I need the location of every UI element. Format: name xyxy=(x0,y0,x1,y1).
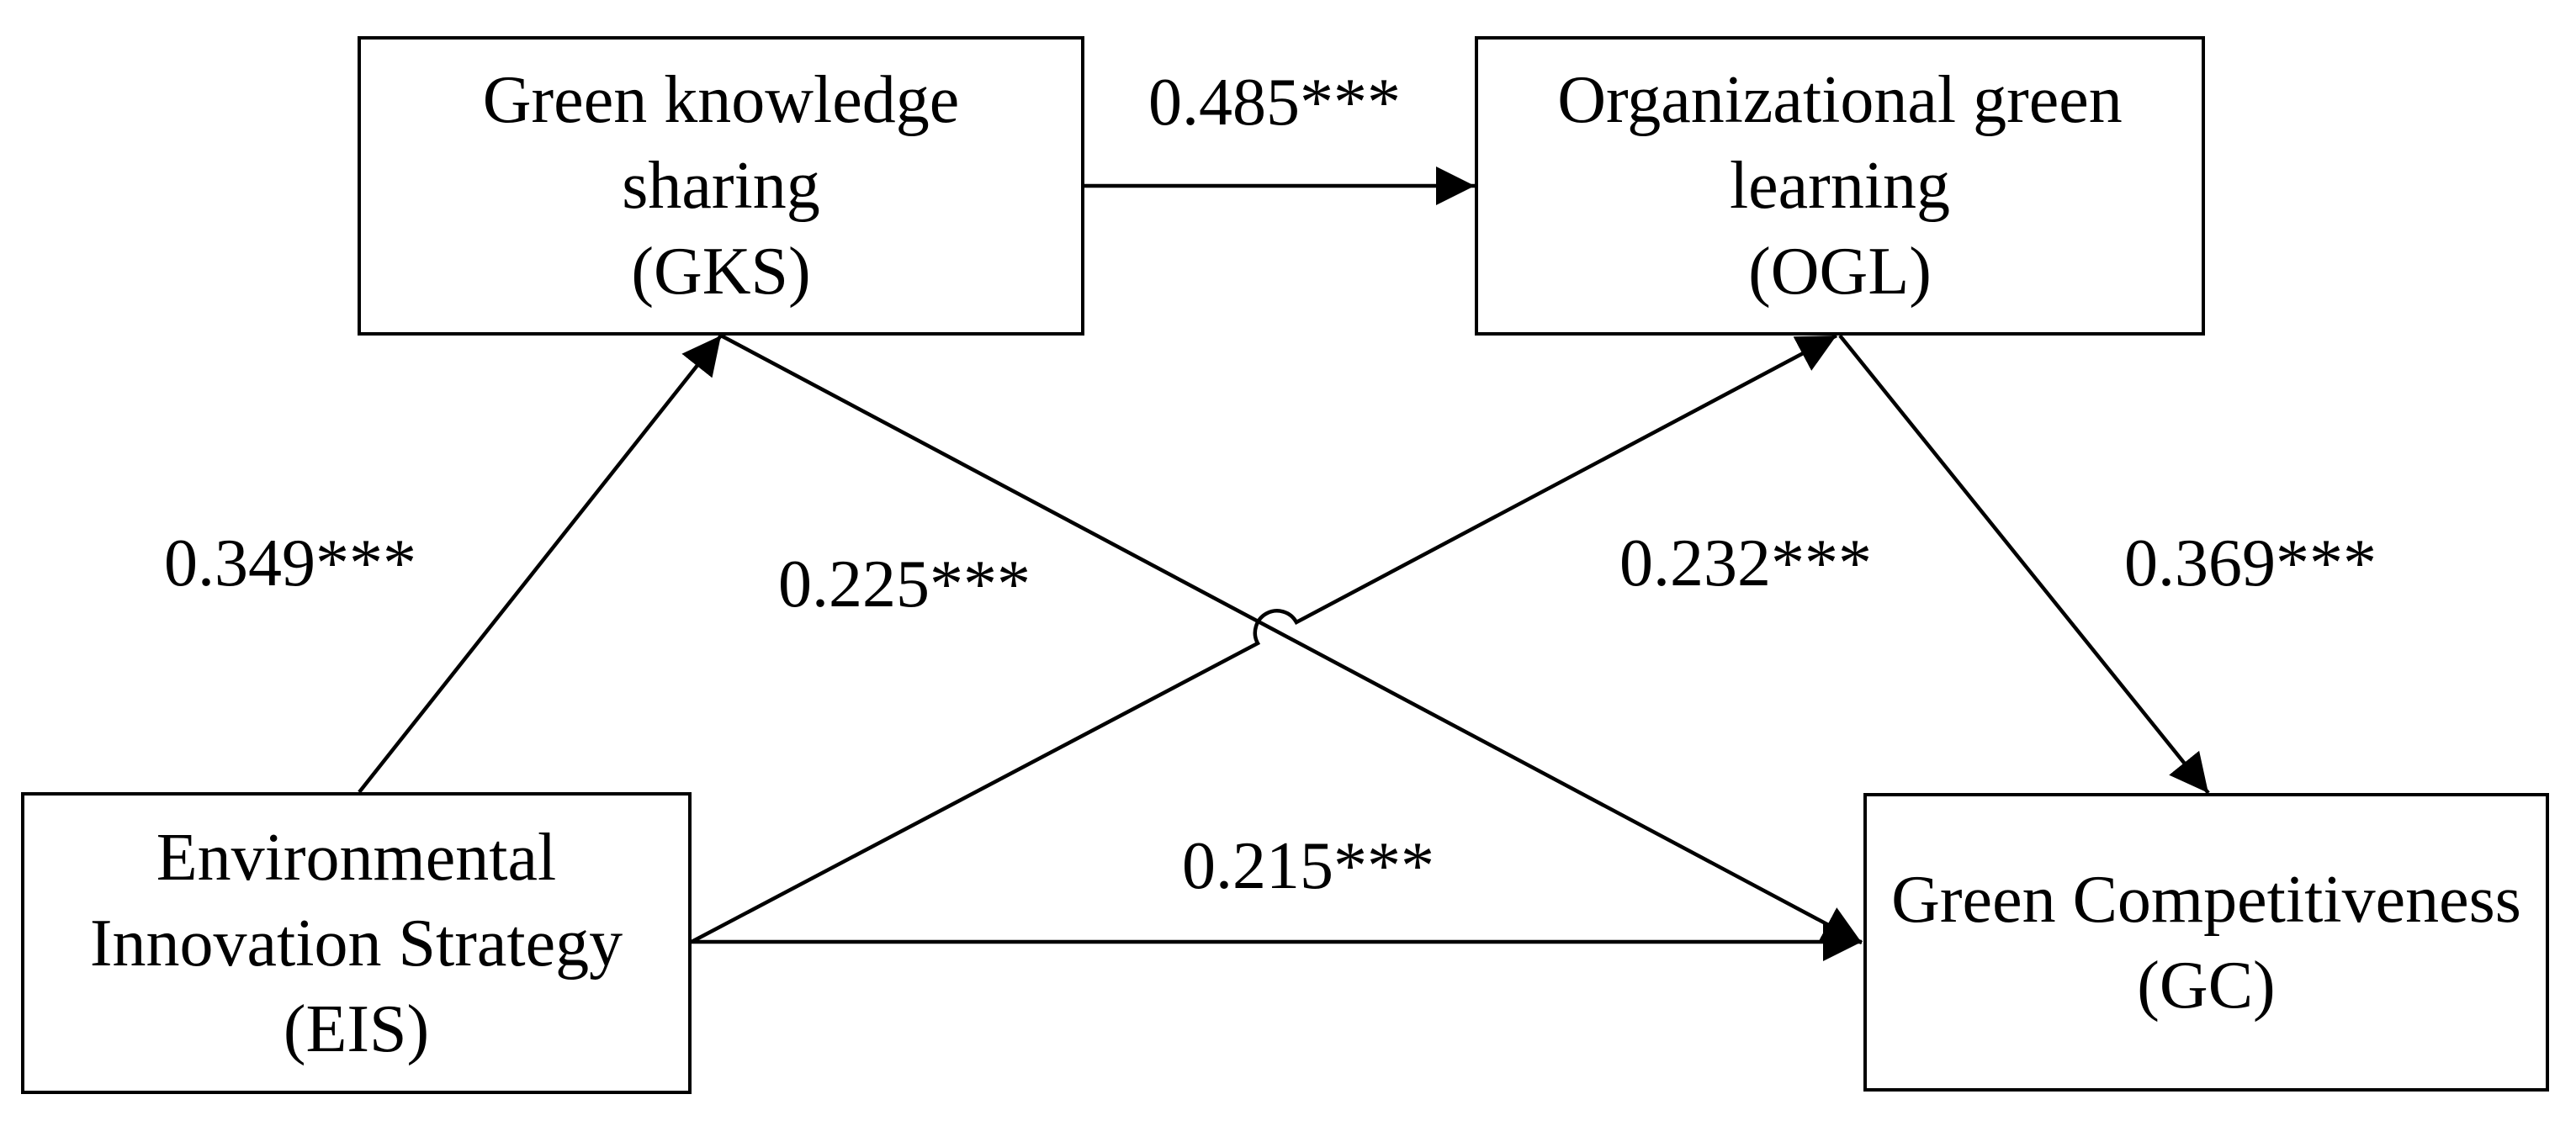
arrow-eis-to-ogl xyxy=(690,334,1838,944)
node-green-competitiveness: Green Competitiveness (GC) xyxy=(1863,793,2549,1092)
node-green-knowledge-sharing: Green knowledge sharing (GKS) xyxy=(358,36,1084,336)
node-abbr: (EIS) xyxy=(283,991,430,1066)
coefficient-eis-ogl: 0.232*** xyxy=(1619,526,1872,600)
node-label-line: Innovation Strategy xyxy=(89,906,623,981)
coefficient-eis-gks: 0.349*** xyxy=(164,526,416,600)
coefficient-gks-gc: 0.225*** xyxy=(778,547,1031,621)
node-label-line: Organizational green xyxy=(1557,63,2123,137)
arrow-ogl-to-gc xyxy=(1838,334,2210,795)
arrow-eis-to-gks xyxy=(358,334,723,794)
coefficient-eis-gc: 0.215*** xyxy=(1182,829,1434,903)
coefficient-ogl-gc: 0.369*** xyxy=(2124,526,2377,600)
node-organizational-green-learning: Organizational green learning (OGL) xyxy=(1475,36,2205,336)
node-environmental-innovation-strategy: Environmental Innovation Strategy (EIS) xyxy=(21,792,692,1094)
node-abbr: (OGL) xyxy=(1748,235,1932,309)
node-label-line: Green Competitiveness xyxy=(1891,862,2521,937)
node-abbr: (GC) xyxy=(2137,948,2276,1023)
node-label-line: learning xyxy=(1729,149,1951,223)
node-label-line: Environmental xyxy=(156,820,557,895)
node-abbr: (GKS) xyxy=(631,235,811,309)
coefficient-gks-ogl: 0.485*** xyxy=(1148,66,1401,140)
arrow-gks-to-gc xyxy=(719,334,1863,944)
node-label-line: Green knowledge xyxy=(482,63,960,137)
node-label-line: sharing xyxy=(622,149,820,223)
